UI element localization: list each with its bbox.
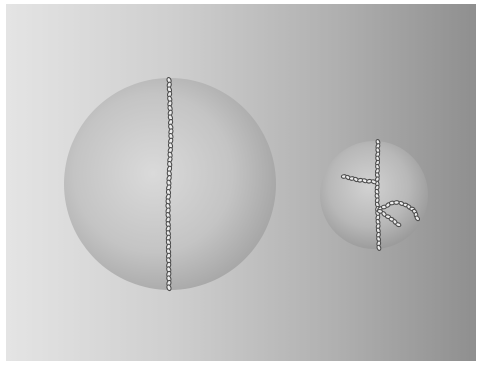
small-sphere	[320, 139, 428, 251]
gradient-background	[6, 4, 476, 361]
spheres-diagram	[6, 4, 476, 361]
chain-link	[394, 200, 400, 204]
large-sphere	[64, 77, 276, 291]
small-sphere-body	[320, 141, 428, 249]
